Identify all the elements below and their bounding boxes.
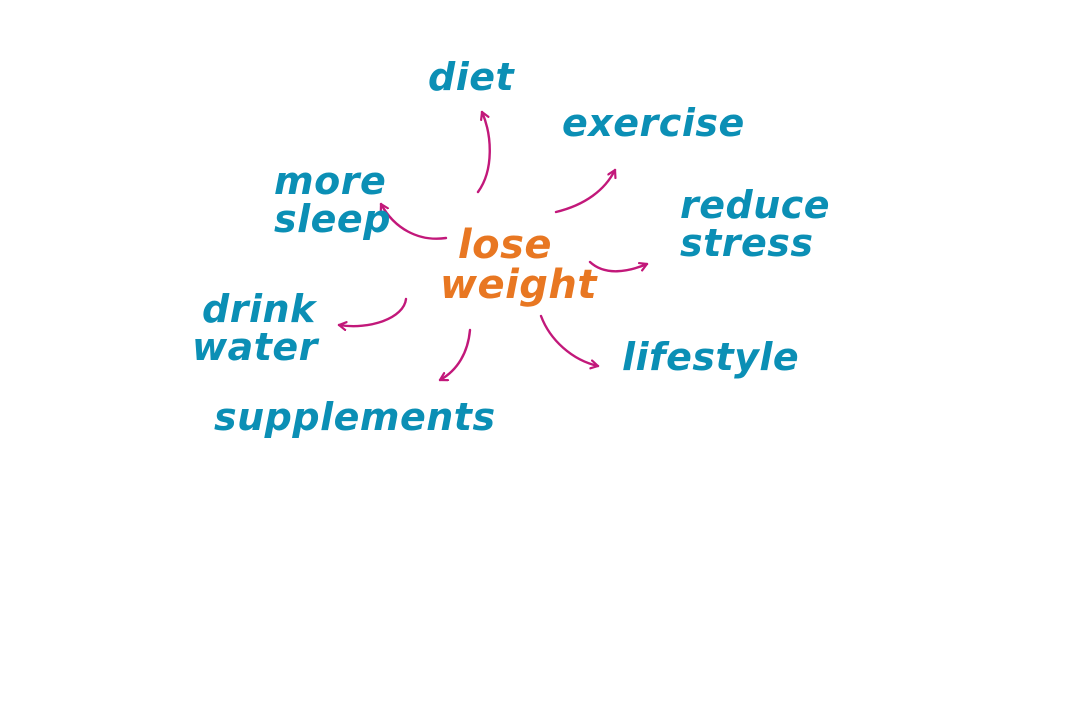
branch-node-drink-water: drink water — [192, 290, 318, 366]
branch-label-supplements: supplements — [214, 395, 496, 439]
arrow-to-lifestyle — [539, 314, 600, 366]
branch-label-exercise: exercise — [562, 101, 745, 145]
branch-label-stress: stress — [680, 221, 814, 265]
arrow-to-drink-water — [337, 297, 408, 326]
branch-label-more: more — [274, 159, 387, 203]
arrow-to-exercise — [554, 168, 615, 214]
arrow-to-diet — [476, 110, 491, 194]
center-node-lose-weight: lose weight — [440, 222, 598, 308]
arrow-to-more-sleep — [381, 202, 448, 240]
branch-label-diet: diet — [428, 55, 515, 99]
branch-label-lifestyle: lifestyle — [622, 335, 800, 379]
arrow-to-supplements — [438, 328, 472, 382]
branch-label-sleep: sleep — [274, 197, 391, 241]
branch-node-diet: diet — [428, 58, 514, 96]
branch-node-reduce-stress: reduce stress — [680, 186, 830, 262]
branch-label-water: water — [192, 325, 318, 369]
center-node-line2: weight — [440, 262, 598, 308]
branch-node-lifestyle: lifestyle — [622, 338, 799, 376]
arrow-to-reduce-stress — [588, 260, 649, 273]
branch-node-more-sleep: more sleep — [274, 162, 391, 238]
branch-label-reduce: reduce — [680, 183, 831, 227]
branch-node-supplements: supplements — [214, 398, 496, 436]
branch-label-drink: drink — [202, 287, 316, 331]
center-node-line1: lose — [457, 222, 553, 268]
branch-node-exercise: exercise — [562, 104, 745, 142]
